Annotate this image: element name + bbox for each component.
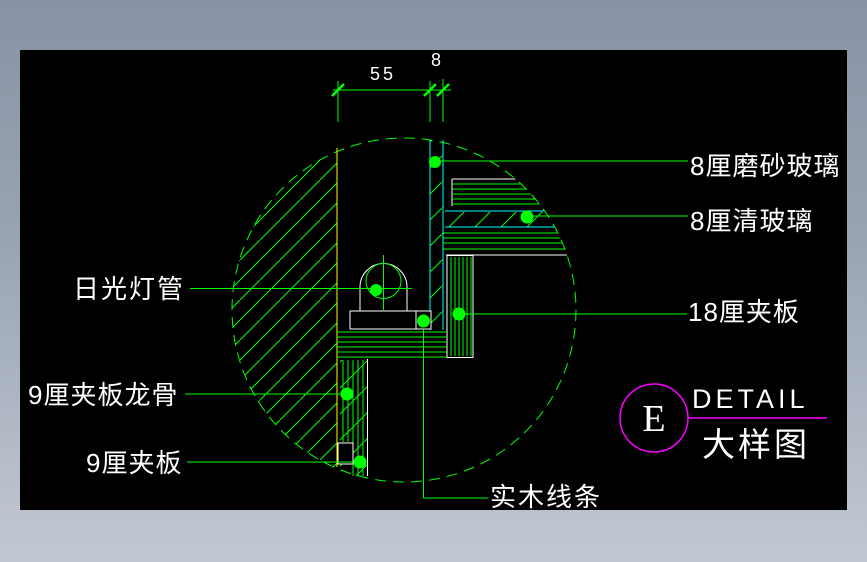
leader-lines [185, 160, 688, 499]
lamp-base-board [337, 331, 447, 358]
shelf-board [443, 232, 575, 256]
label-wood-trim: 实木线条 [490, 482, 602, 510]
frosted-glass-panel [429, 140, 444, 330]
label-plywood-9: 9厘夹板 [86, 448, 182, 478]
clear-glass-panel [445, 210, 567, 228]
leader-dots [340, 156, 534, 469]
dim-8-text: 8 [431, 50, 441, 70]
lower-strips [337, 359, 368, 476]
dimension-group [331, 79, 451, 122]
fluorescent-lamp [349, 255, 417, 330]
label-fluorescent-tube: 日光灯管 [73, 274, 185, 304]
plywood-18-board [446, 255, 474, 358]
clipped-section-geometry [232, 138, 575, 482]
top-shelf [451, 178, 560, 206]
label-clear-glass: 8厘清玻璃 [690, 206, 813, 236]
dim-55-text: 55 [370, 64, 396, 84]
detail-title: DETAIL [692, 384, 809, 414]
cad-canvas: 55 8 [20, 50, 847, 512]
detail-marker: E DETAIL 大样图 [619, 383, 827, 463]
detail-subtitle: 大样图 [702, 426, 810, 463]
label-plywood-keel: 9厘夹板龙骨 [28, 380, 178, 410]
label-plywood-18: 18厘夹板 [688, 297, 800, 327]
label-frosted-glass: 8厘磨砂玻璃 [690, 151, 840, 181]
detail-drawing: 55 8 [28, 50, 840, 512]
detail-marker-letter: E [642, 398, 665, 440]
